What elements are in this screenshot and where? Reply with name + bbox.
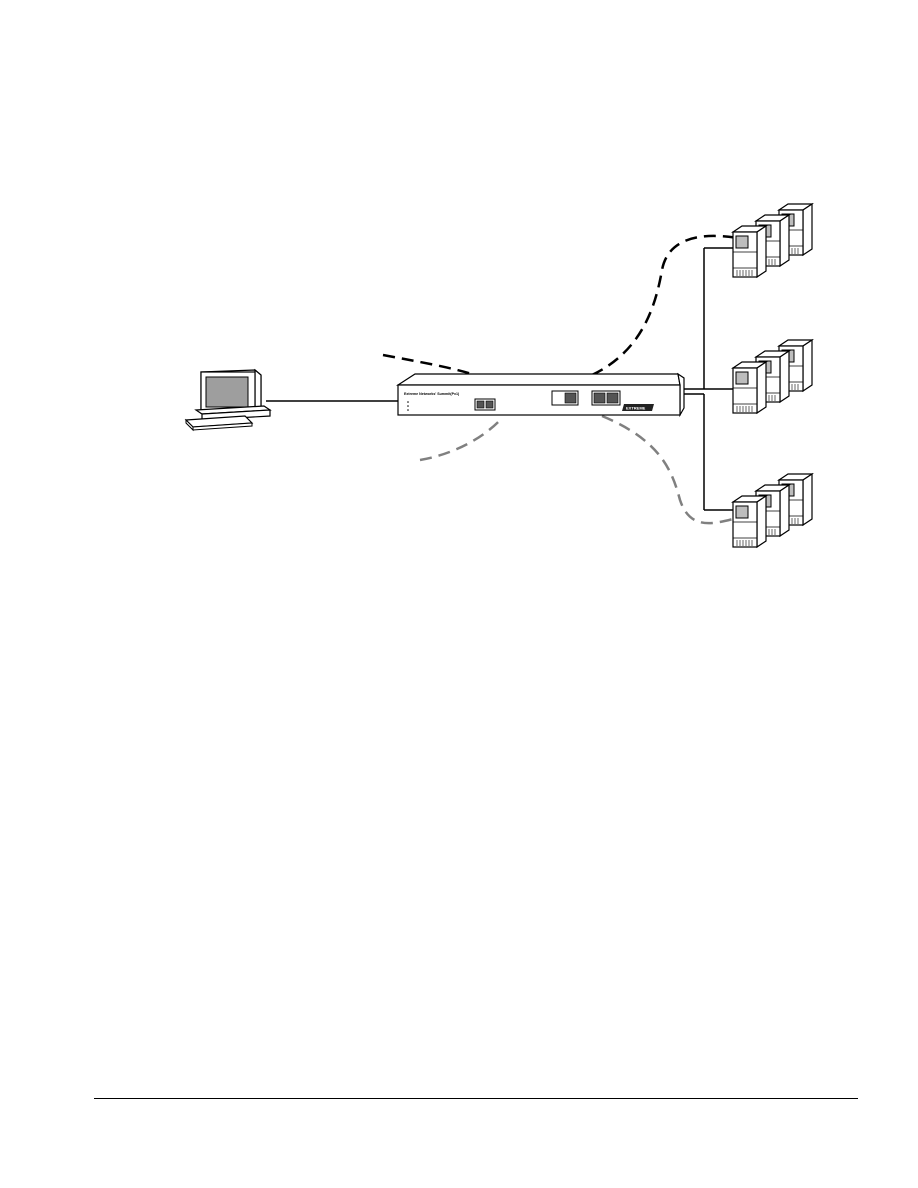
network-diagram: Extreme Networks' Summit(Px1) EXTREME	[0, 0, 918, 1000]
serial-port-icon	[475, 399, 495, 410]
footer-rule	[94, 1098, 858, 1099]
network-switch-icon: Extreme Networks' Summit(Px1) EXTREME	[398, 374, 684, 415]
dashed-black-path	[383, 236, 738, 376]
server-group-middle	[733, 340, 812, 413]
switch-label: Extreme Networks' Summit(Px1)	[404, 392, 460, 396]
server-tower-icon	[733, 204, 812, 277]
server-group-bottom	[733, 474, 812, 547]
server-tower-icon	[733, 474, 812, 547]
vendor-logo-text: EXTREME	[626, 406, 646, 411]
dashed-gray-path	[420, 416, 740, 523]
ethernet-port-icon	[552, 391, 578, 405]
server-tower-icon	[733, 340, 812, 413]
vendor-logo: EXTREME	[622, 404, 654, 411]
ethernet-port-pair-icon	[592, 391, 620, 405]
server-group-top	[733, 204, 812, 277]
desktop-computer-icon	[186, 370, 270, 430]
